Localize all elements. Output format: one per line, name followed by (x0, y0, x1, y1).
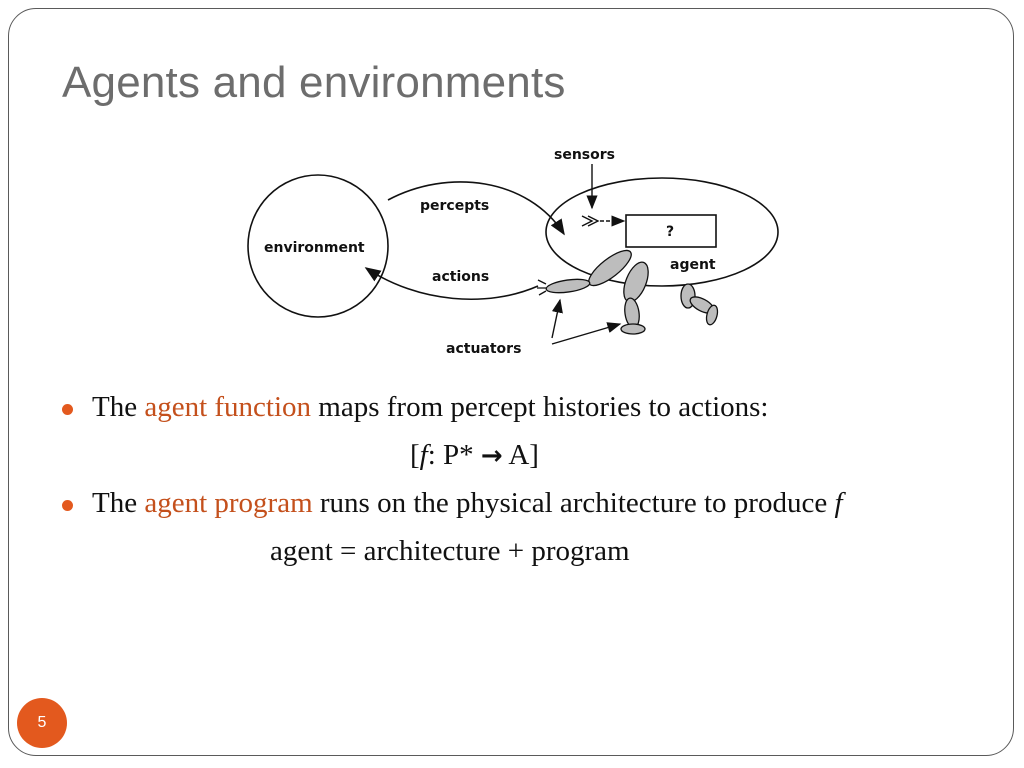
sensor-eye-icon (581, 215, 600, 227)
bullet-agent-program: The agent program runs on the physical a… (62, 487, 843, 520)
right-arrow-icon: → (480, 441, 503, 471)
forearm-shape (545, 278, 591, 294)
formula-close: A] (502, 439, 539, 471)
actuators-arrow-arm (551, 298, 563, 339)
formula-f: f (419, 439, 428, 471)
formula-middle: : P* (427, 439, 481, 471)
environment-label: environment (264, 240, 365, 256)
unknown-label: ? (666, 224, 674, 240)
percepts-label: percepts (420, 198, 489, 214)
hand-shape (537, 279, 547, 296)
bullet-dot (62, 500, 73, 511)
right-foot-shape (705, 304, 719, 326)
agent-ellipse (545, 177, 779, 287)
percepts-arc (387, 181, 565, 236)
actuators-arrow-leg (551, 322, 622, 345)
slide-frame (8, 8, 1014, 756)
bullet-agent-function: The agent function maps from percept his… (62, 391, 769, 424)
agent-environment-diagram: environment ? agent sensors percepts act… (247, 147, 779, 357)
left-foot-shape (620, 323, 646, 335)
bullet-prefix: The (92, 487, 145, 519)
actions-arc (364, 267, 539, 300)
actuators-label: actuators (446, 341, 521, 357)
bullet-suffix: maps from percept histories to actions: (311, 391, 769, 423)
agent-function-term: agent function (144, 391, 312, 423)
agent-architecture-formula: agent = architecture + program (270, 535, 630, 567)
agent-function-formula: [f: P* → A] (410, 439, 539, 472)
page-number-badge: 5 (17, 698, 67, 748)
bullet-suffix: runs on the physical architecture to pro… (312, 487, 835, 519)
environment-circle (247, 174, 389, 318)
agent-program-box (625, 214, 717, 248)
slide-title: Agents and environments (62, 58, 566, 107)
bullet-dot (62, 404, 73, 415)
formula-open-bracket: [ (410, 439, 420, 471)
agent-label: agent (670, 257, 716, 273)
actions-label: actions (432, 269, 489, 285)
bullet-prefix: The (92, 391, 145, 423)
sensors-label: sensors (554, 147, 615, 163)
agent-program-term: agent program (144, 487, 313, 519)
bullet-italic-f: f (834, 487, 843, 519)
